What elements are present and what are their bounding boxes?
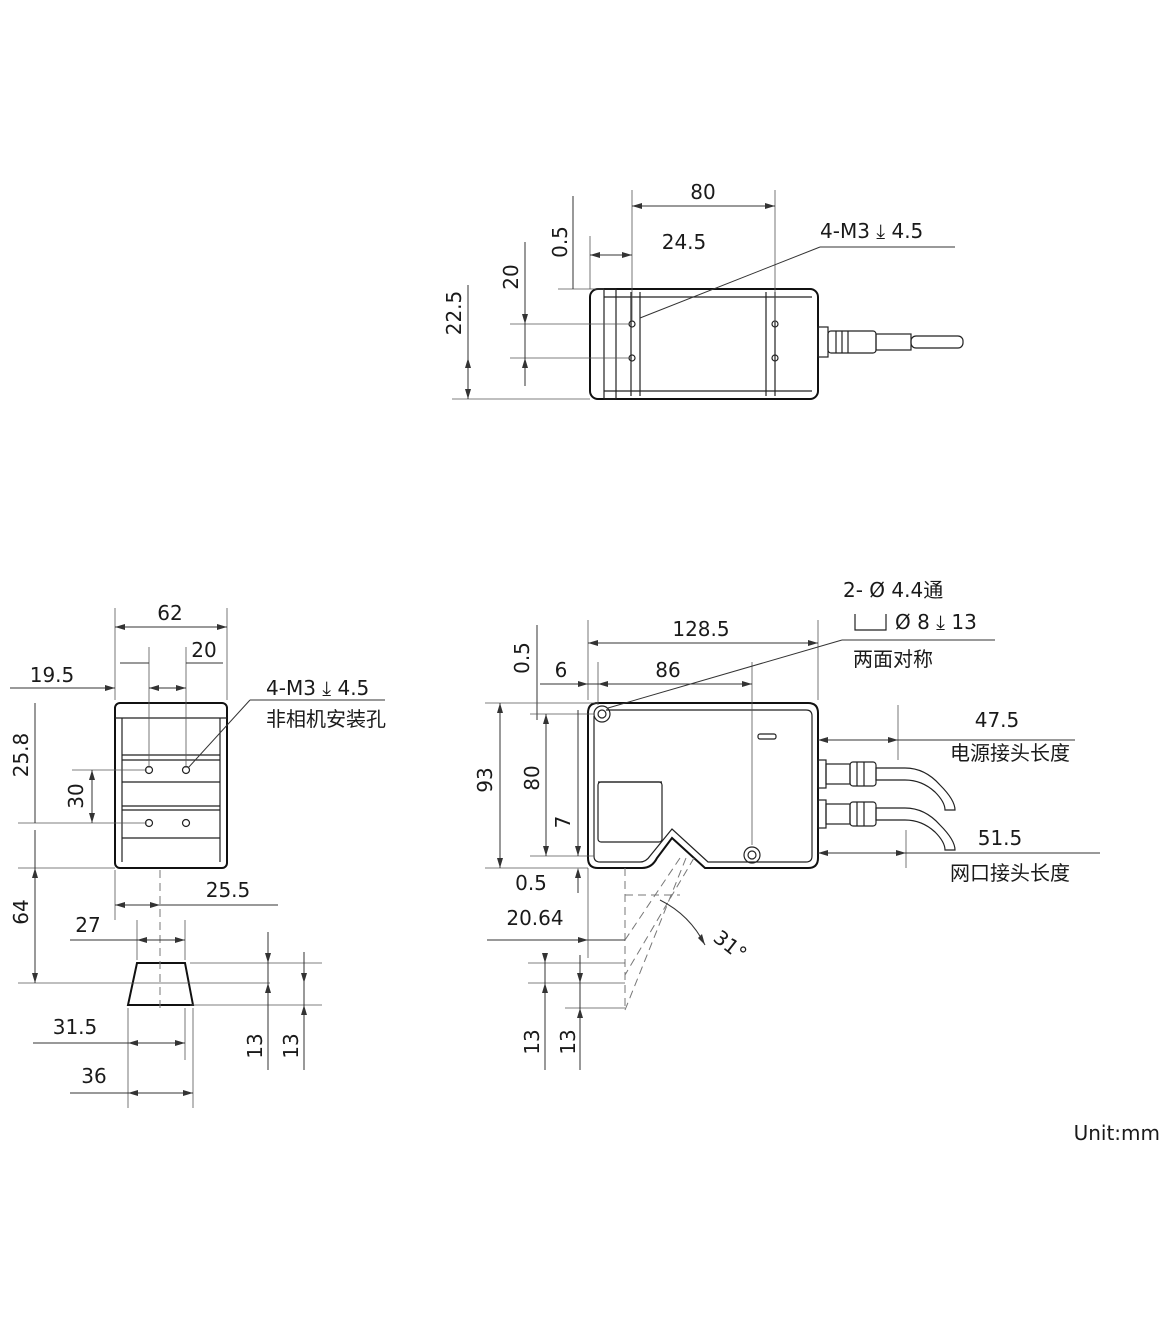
top-connector [817, 326, 964, 358]
dim-20: 20 [499, 264, 523, 289]
dim-80-side: 80 [520, 765, 544, 790]
dim-25-5: 25.5 [206, 878, 251, 902]
dim-0-5-side-bottom: 0.5 [515, 871, 547, 895]
top-view: 80 24.5 0.5 20 22.5 4-M3 ⤓ 4.5 [442, 180, 964, 400]
mount-hole [181, 818, 191, 828]
callout-counterbore: Ø 8 ⤓ 13 [895, 610, 977, 634]
dim-13-b: 13 [279, 1033, 303, 1058]
dim-0-5: 0.5 [548, 226, 572, 258]
dim-24-5: 24.5 [662, 230, 707, 254]
dim-86: 86 [655, 658, 680, 682]
dim-128-5: 128.5 [672, 617, 729, 641]
dim-64: 64 [9, 899, 33, 924]
dim-22-5: 22.5 [442, 291, 466, 336]
dim-80: 80 [690, 180, 715, 204]
dim-36: 36 [81, 1064, 106, 1088]
side-view: 128.5 86 6 0.5 93 80 7 0.5 20.64 [473, 578, 1100, 1070]
dim-20-front: 20 [191, 638, 216, 662]
callout-m3-top: 4-M3 ⤓ 4.5 [820, 219, 923, 243]
top-view-body [589, 288, 819, 400]
network-connector [817, 799, 956, 851]
callout-non-camera: 非相机安装孔 [266, 707, 386, 731]
dim-93: 93 [473, 767, 497, 792]
dim-20-64: 20.64 [506, 906, 563, 930]
front-view-body [114, 702, 228, 869]
label-network-length: 网口接头长度 [950, 861, 1070, 885]
dim-47-5: 47.5 [975, 708, 1020, 732]
dim-25-8: 25.8 [9, 733, 33, 778]
dim-19-5: 19.5 [30, 663, 75, 687]
front-view: 62 20 19.5 25.8 30 64 25.5 [9, 601, 386, 1108]
side-view-body [587, 702, 819, 869]
through-hole [743, 846, 761, 864]
status-led [757, 733, 777, 740]
laser-window [126, 962, 195, 1006]
label-power-length: 电源接头长度 [950, 741, 1070, 765]
dim-angle-31: 31° [709, 925, 752, 966]
dim-30: 30 [64, 783, 88, 808]
power-connector [817, 759, 956, 811]
dim-6: 6 [555, 658, 568, 682]
dim-13-side-b: 13 [556, 1029, 580, 1054]
mount-hole [771, 354, 779, 362]
unit-label: Unit:mm [1074, 1121, 1160, 1145]
callout-m3-front: 4-M3 ⤓ 4.5 [266, 676, 369, 700]
callout-through-hole: 2- Ø 4.4通 [843, 578, 943, 602]
dim-62: 62 [157, 601, 182, 625]
dim-51-5: 51.5 [978, 826, 1023, 850]
dim-13-a: 13 [243, 1033, 267, 1058]
dim-0-5-side-top: 0.5 [510, 642, 534, 674]
callout-symmetric: 两面对称 [853, 647, 933, 671]
dim-27: 27 [75, 913, 100, 937]
dim-7: 7 [551, 816, 575, 829]
dim-31-5: 31.5 [53, 1015, 98, 1039]
dim-13-side-a: 13 [520, 1029, 544, 1054]
